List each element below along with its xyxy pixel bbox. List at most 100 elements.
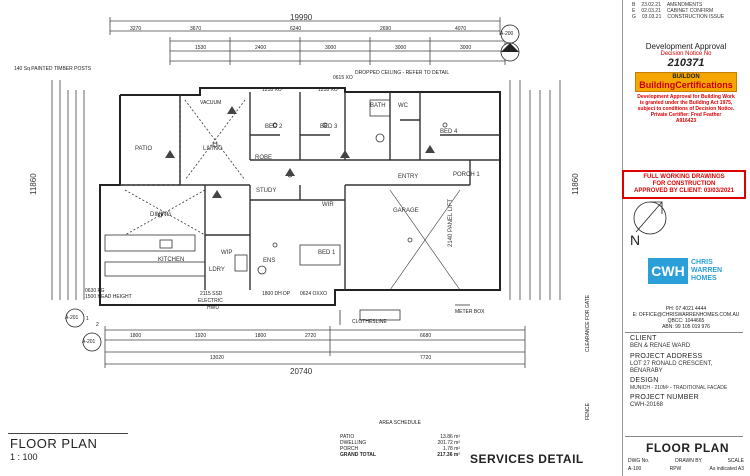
approval-note-4: Private Certifier: Fred Feather	[650, 112, 722, 118]
bottom-row-dim-5: 6680	[420, 333, 432, 339]
builder-contact: PH: 07 4021 4444 E: OFFICE@CHRISWARRENHO…	[628, 306, 744, 330]
room-label-bed1: BED 1	[318, 250, 336, 256]
area-row-value: 217.36 m²	[437, 452, 460, 458]
bottom-sub-dim-2: 7720	[420, 355, 432, 361]
note-vacuum: VACUUM	[200, 100, 222, 106]
overall-top-dimension: 19990	[290, 13, 313, 22]
project-address-label: PROJECT ADDRESS	[630, 353, 703, 360]
revision-desc: CABINET CONFIRM	[666, 8, 714, 14]
room-label-dining: DINING	[150, 212, 171, 218]
door-label-1: 0630 FG	[85, 288, 105, 294]
area-row-total: GRAND TOTAL 217.36 m²	[340, 452, 460, 458]
project-address-line-2: BENARABY	[630, 368, 663, 374]
area-row-porch: PORCH 1.78 m²	[340, 446, 460, 452]
note-meter-box: METER BOX	[455, 309, 485, 315]
top-sub-dim-1: 3270	[130, 26, 142, 32]
bottom-sub-dim-1: 13020	[210, 355, 224, 361]
builder-name-line-2: WARREN	[691, 267, 723, 274]
floor-plan-scale: 1 : 100	[10, 452, 38, 462]
top-sub-dim-3: 6240	[290, 26, 302, 32]
door-label-5: 0615 XO	[333, 75, 353, 81]
overall-left-dimension: 11860	[29, 173, 38, 195]
section-mark-a200: A-200	[500, 31, 514, 37]
area-schedule-title: AREA SCHEDULE	[379, 420, 421, 426]
title-block-rule	[625, 332, 743, 333]
revision-row: B 23.02.21 AMENDMENTS	[632, 2, 742, 8]
area-row-value: 13.86 m²	[440, 434, 460, 440]
bottom-row-dim-2: 1920	[195, 333, 207, 339]
revision-desc: AMENDMENTS	[666, 2, 703, 8]
floor-plan-title: FLOOR PLAN	[10, 436, 98, 451]
room-label-wip: WIP	[221, 250, 233, 256]
door-label-4: 0624 OXXO	[300, 291, 327, 297]
door-label-6: 1218 XO	[262, 87, 282, 93]
stamp-line-1: FULL WORKING DRAWINGS	[643, 174, 725, 180]
buildon-logo: BUILDON BuildingCertifications	[635, 72, 737, 92]
cwh-logo-icon: CWH	[648, 258, 688, 284]
area-schedule: AREA SCHEDULE PATIO 13.86 m² DWELLING 20…	[340, 420, 460, 458]
room-label-bed2: BED 2	[265, 124, 283, 130]
top-sub-dim-5: 4070	[455, 26, 467, 32]
decision-notice-label: Decision Notice No	[660, 51, 712, 57]
revision-code: E	[632, 8, 636, 14]
room-label-study: STUDY	[256, 188, 277, 194]
top-sub2-dim-4: 3000	[395, 45, 407, 51]
builder-phone: PH: 07 4021 4444	[665, 306, 707, 312]
builder-name-line-1: CHRIS	[691, 259, 713, 266]
room-label-living: LIVING	[203, 146, 223, 152]
builder-abn: ABN: 99 105 019 976	[662, 324, 710, 330]
title-block-rule	[625, 436, 743, 437]
room-label-kitchen: KITCHEN	[158, 257, 185, 263]
section-mark-num2: 2	[96, 322, 99, 328]
room-label-garage: GARAGE	[393, 208, 419, 214]
top-sub2-dim-1: 1530	[195, 45, 207, 51]
project-address-line-1: LOT 27 RONALD CRESCENT,	[630, 361, 713, 367]
top-sub2-dim-3: 3000	[325, 45, 337, 51]
revision-date: 23.02.21	[641, 2, 661, 8]
approval-stamp: FULL WORKING DRAWINGS FOR CONSTRUCTION A…	[622, 170, 746, 199]
top-sub2-dim-5: 3000	[460, 45, 472, 51]
area-row-dwelling: DWELLING 201.72 m²	[340, 440, 460, 446]
stamp-line-2: FOR CONSTRUCTION	[652, 181, 716, 187]
room-label-ldry: LDRY	[209, 267, 225, 273]
development-approval-block: Development Approval Decision Notice No …	[628, 42, 744, 124]
drawn-value: RPW	[669, 466, 682, 472]
note-clothesline: CLOTHESLINE	[352, 319, 387, 325]
note-dropped-ceiling: DROPPED CEILING - REFER TO DETAIL	[355, 70, 450, 76]
note-head-height: 1500 HEAD HEIGHT	[85, 294, 132, 300]
room-label-bed3: BED 3	[320, 124, 338, 130]
top-sub2-dim-2: 2400	[255, 45, 267, 51]
revision-desc: CONSTRUCTION ISSUE	[667, 14, 725, 20]
approval-note-3: subject to conditions of Decision Notice…	[637, 106, 735, 112]
approval-title: Development Approval	[645, 42, 727, 51]
scale-label: SCALE	[727, 458, 744, 464]
revision-code: G	[632, 14, 636, 20]
room-label-bed4: BED 4	[440, 129, 458, 135]
title-block-border	[622, 0, 623, 476]
room-label-wir: WIR	[322, 202, 334, 208]
title-block-info: CLIENT BEN & RENAE WARD PROJECT ADDRESS …	[630, 335, 744, 409]
design-value: MUNICH - 210M² - TRADITIONAL FACADE	[630, 385, 728, 391]
garage-door-label: 2140 PANEL LIFT	[448, 198, 454, 247]
design-label: DESIGN	[630, 377, 659, 384]
overall-bottom-dimension: 20740	[290, 367, 313, 376]
revision-list: B 23.02.21 AMENDMENTS E 02.03.21 CABINET…	[632, 2, 742, 20]
note-hwu: HWU	[207, 305, 219, 311]
room-label-patio: PATIO	[135, 146, 153, 152]
area-row-value: 1.78 m²	[443, 446, 460, 452]
builder-email: E: OFFICE@CHRISWARRENHOMES.COM.AU	[632, 312, 740, 318]
decision-notice-number: 210371	[667, 57, 705, 69]
door-label-2: 2115 SSD	[200, 291, 223, 297]
scale-value: As indicated A3	[709, 466, 744, 472]
north-label: N	[630, 232, 641, 248]
stamp-line-3: APPROVED BY CLIENT: 03/03/2021	[634, 188, 734, 194]
room-label-bath: BATH	[370, 103, 386, 109]
room-label-entry: ENTRY	[398, 174, 419, 180]
area-row-label: PATIO	[340, 434, 355, 440]
room-label-wc: WC	[398, 103, 408, 109]
dwg-label: DWG No.	[628, 458, 650, 464]
bottom-row-dim-3: 1800	[255, 333, 267, 339]
section-mark-num1: 1	[86, 316, 89, 322]
approval-note-1: Development Approval for Building Work	[637, 94, 735, 100]
